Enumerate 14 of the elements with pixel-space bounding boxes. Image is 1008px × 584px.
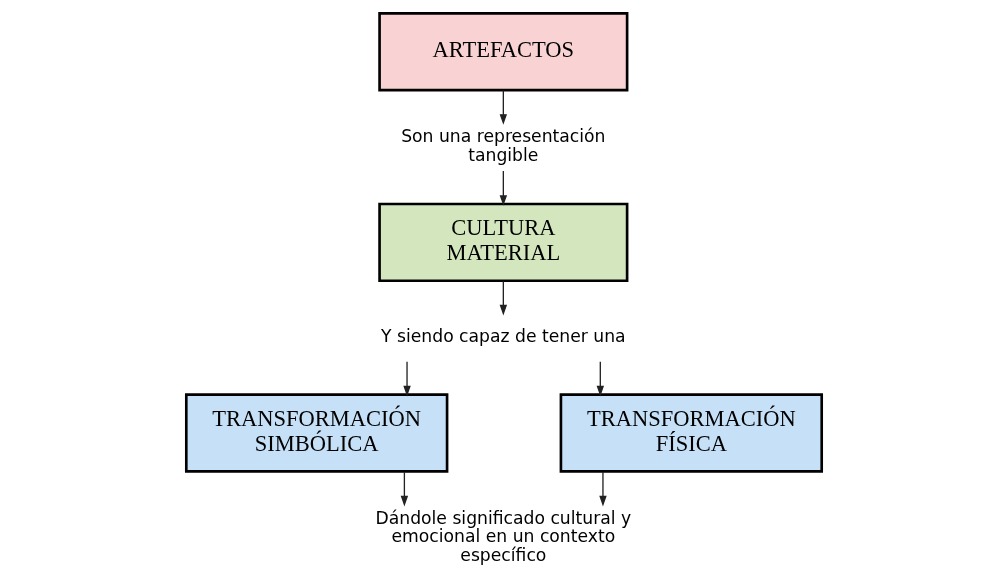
node-box: TRANSFORMACIÓN FÍSICA: [559, 393, 824, 473]
arrow: [596, 361, 604, 397]
node-text: Dándole significado cultural y emocional en un contexto específico: [375, 507, 632, 565]
node-box: CULTURA MATERIAL: [378, 202, 629, 283]
node-box: ARTEFACTOS: [378, 12, 629, 92]
arrow: [403, 361, 411, 397]
node-text: Son una representación tangible: [401, 126, 606, 165]
arrow: [400, 471, 409, 507]
node-box: TRANSFORMACIÓN SIMBÓLICA: [184, 393, 449, 473]
node-text: Y siendo capaz de tener una: [381, 326, 626, 347]
arrow: [499, 280, 508, 316]
arrow: [499, 170, 508, 206]
arrow: [599, 471, 607, 507]
arrow: [499, 89, 508, 125]
